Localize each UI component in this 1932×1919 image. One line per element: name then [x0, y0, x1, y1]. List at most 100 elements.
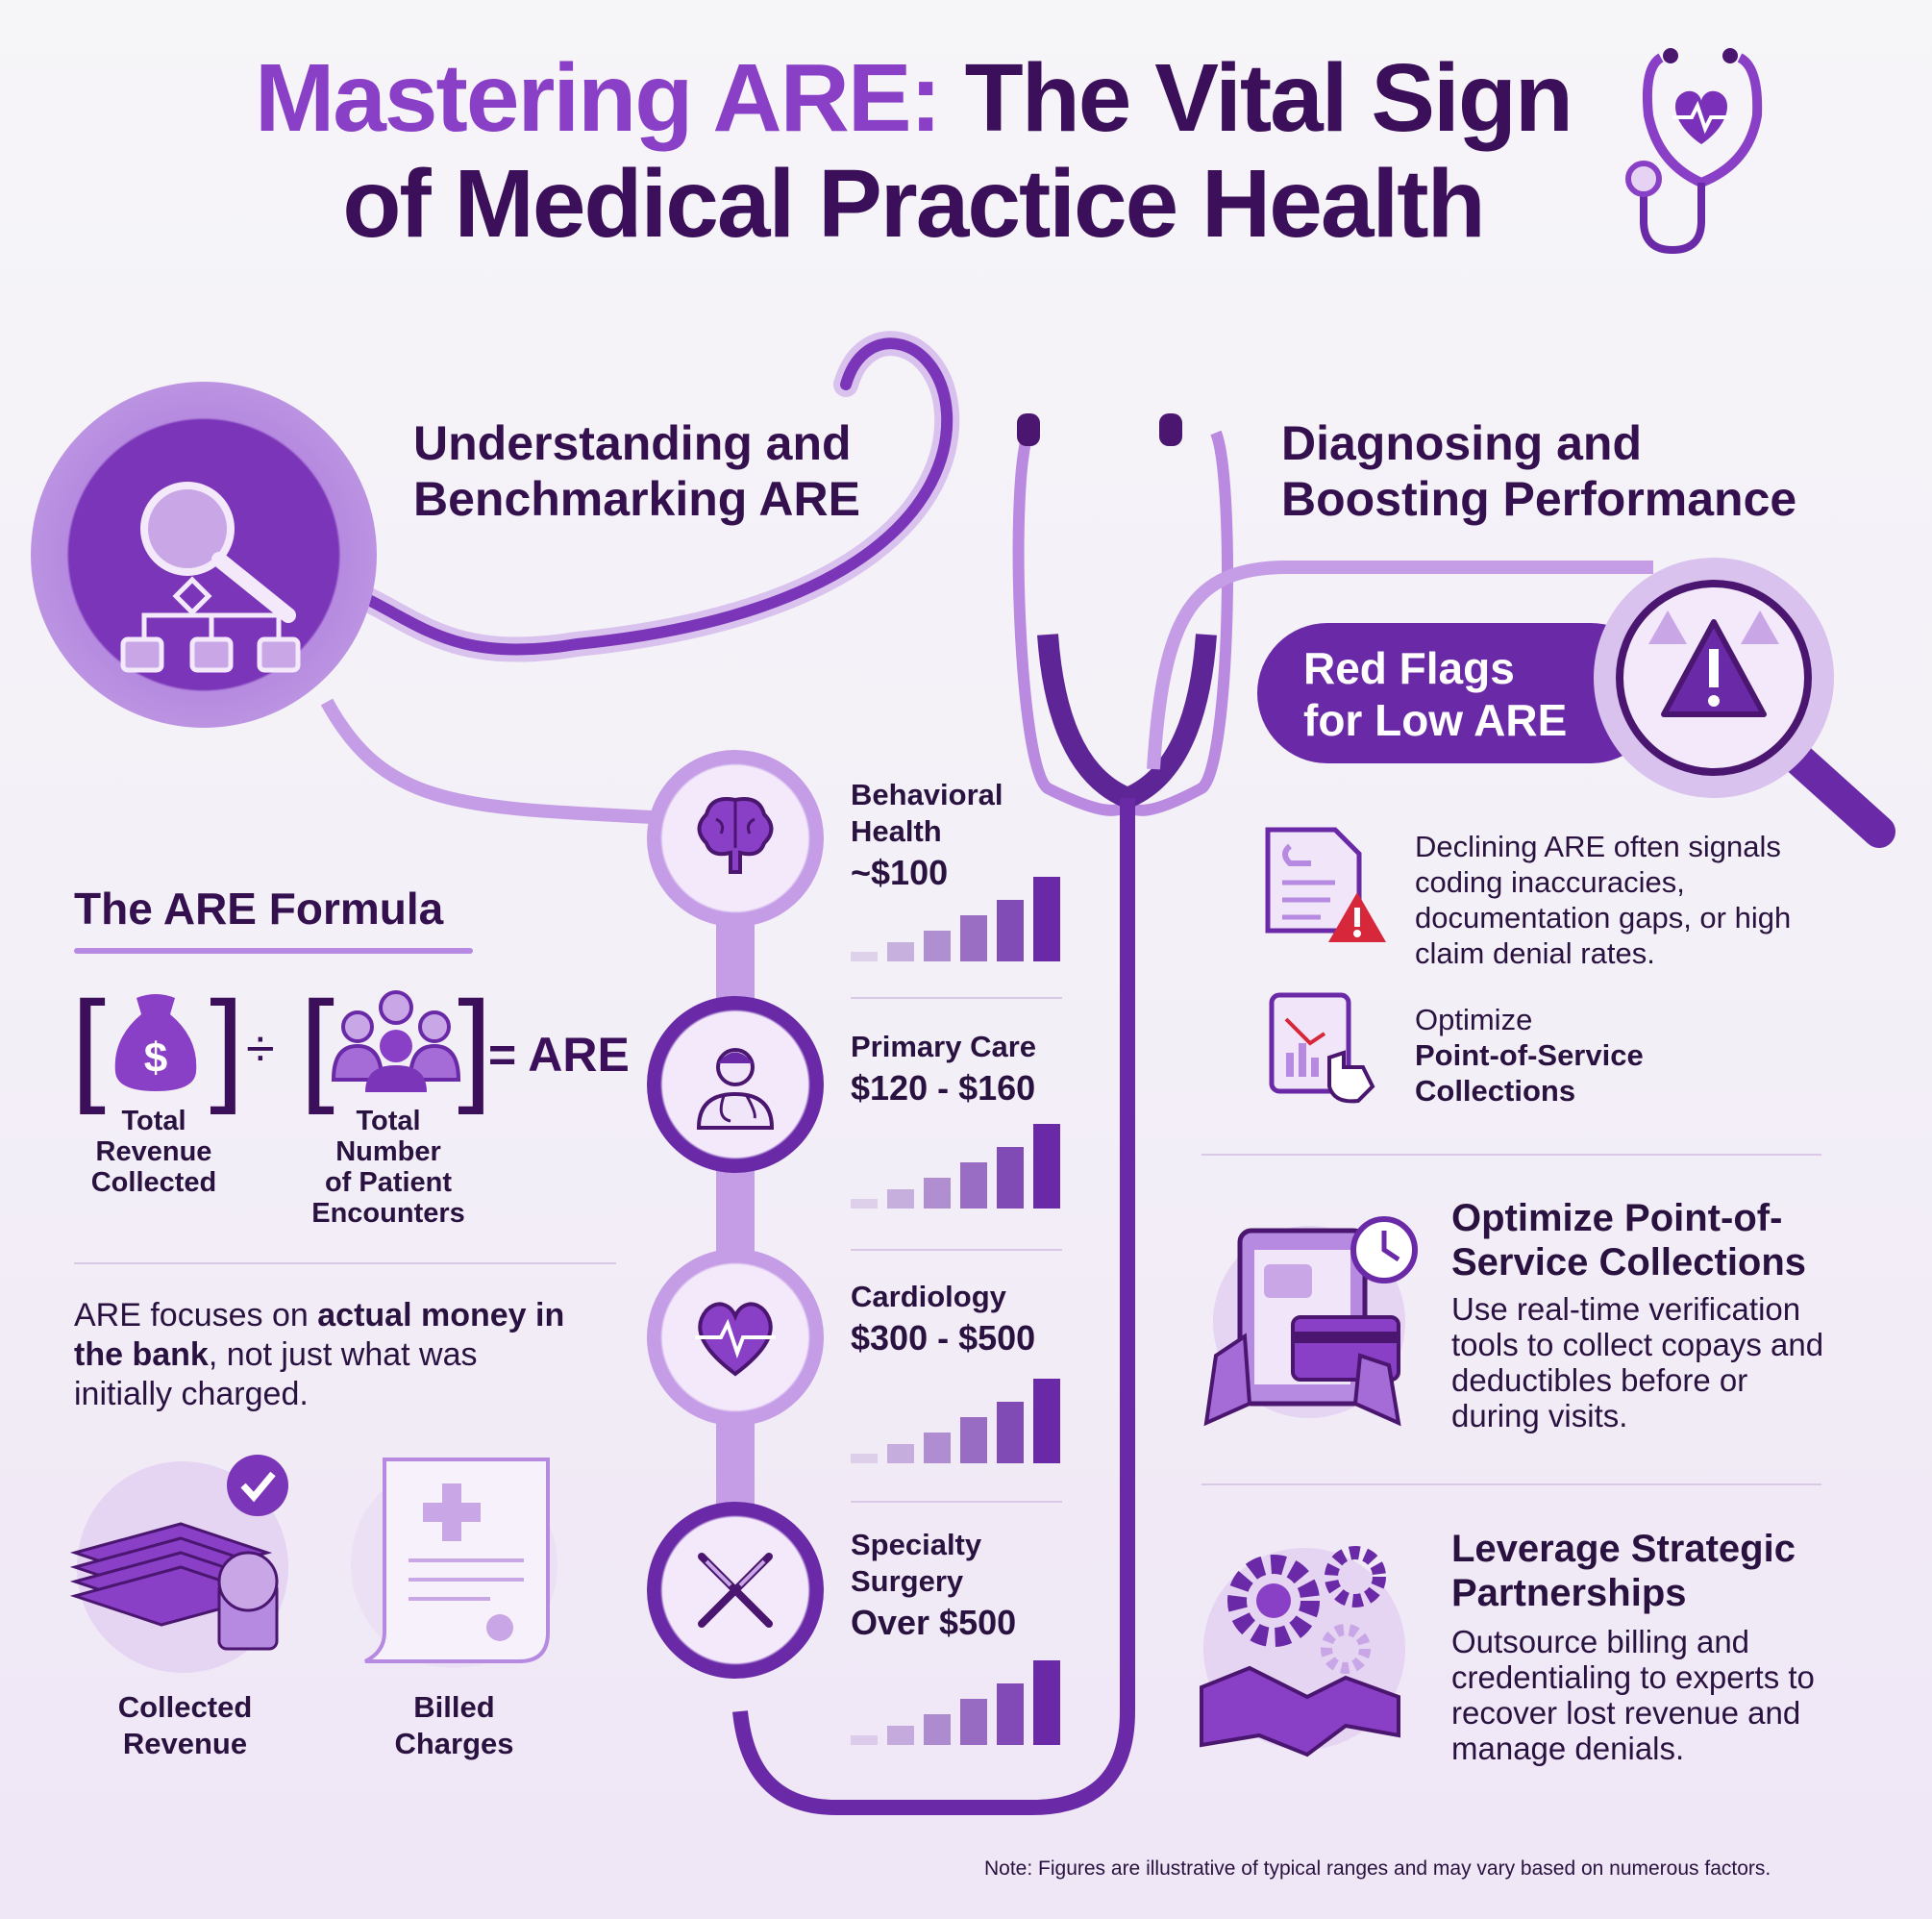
heart-pulse-icon	[695, 1302, 776, 1377]
strategy-body: Use real-time verification tools to coll…	[1451, 1291, 1824, 1433]
title-line-2: of Medical Practice Health	[342, 150, 1485, 258]
level-bar	[887, 1444, 914, 1463]
tablet-card-payment-icon	[1203, 1216, 1418, 1427]
level-bar	[960, 1162, 987, 1209]
gears-handshake-icon	[1200, 1546, 1400, 1757]
title-line: Partnerships	[1451, 1572, 1687, 1614]
heading-line: Benchmarking ARE	[413, 472, 860, 526]
bracket-left: [	[71, 975, 107, 1115]
level-bar	[997, 1402, 1024, 1463]
level-bar	[997, 900, 1024, 961]
are-explanation: ARE focuses on actual money in the bank,…	[74, 1296, 574, 1414]
level-bar	[887, 1189, 914, 1209]
stethoscope-heart-icon	[1625, 48, 1763, 255]
text-bold: Point-of-Service Collections	[1415, 1038, 1644, 1108]
level-bar	[1033, 1124, 1060, 1209]
specialty-value: $120 - $160	[851, 1068, 1036, 1108]
label-line: Billed	[413, 1690, 495, 1724]
specialty-name: Surgery	[851, 1564, 964, 1598]
specialty-value: $300 - $500	[851, 1318, 1036, 1358]
title-line: Red Flags	[1303, 643, 1515, 693]
level-bar	[960, 1417, 987, 1463]
level-bar	[887, 1726, 914, 1745]
text-bold: actual money in the bank	[74, 1297, 565, 1373]
text: Optimize	[1415, 1003, 1533, 1036]
label-line: Collected	[90, 1167, 217, 1198]
label-line: Total	[121, 1106, 186, 1136]
specialty-label: Primary Care $120 - $160	[851, 1029, 1036, 1111]
level-bar	[960, 1699, 987, 1745]
strategy-title: Optimize Point-of-Service Collections	[1451, 1196, 1806, 1284]
label-line: Number	[335, 1136, 441, 1167]
specialty-label: Cardiology $300 - $500	[851, 1279, 1035, 1361]
divider	[851, 997, 1062, 999]
magnifier-flowchart-icon	[120, 482, 301, 673]
level-bar	[851, 1735, 878, 1745]
tablet-tap-icon	[1269, 992, 1375, 1104]
divide-operator: ÷	[246, 1020, 275, 1078]
text: , not just what was initially charged.	[74, 1336, 478, 1412]
heading-line: Diagnosing and	[1281, 416, 1642, 470]
specialty-name: Behavioral	[851, 778, 1003, 811]
divider	[851, 1501, 1062, 1503]
heading-line: Boosting Performance	[1281, 472, 1797, 526]
divider	[1201, 1483, 1821, 1485]
bracket-right: ]	[458, 975, 493, 1115]
level-bar	[924, 1178, 951, 1209]
magnifier-warning-icon	[1594, 558, 1895, 848]
level-bar	[924, 1714, 951, 1745]
patients-group-icon	[331, 990, 461, 1092]
label-line: of Patient	[324, 1167, 453, 1198]
level-bar	[997, 1147, 1024, 1209]
scalpel-icon	[698, 1553, 773, 1628]
brain-icon	[697, 797, 774, 874]
specialty-value: Over $500	[851, 1603, 1017, 1642]
specialty-name: Cardiology	[851, 1280, 1006, 1313]
heading-line: Understanding and	[413, 416, 852, 470]
formula-result: = ARE	[488, 1028, 630, 1082]
label-line: Charges	[394, 1727, 514, 1760]
money-bag-icon: $	[114, 994, 197, 1091]
bracket-left: [	[300, 975, 335, 1115]
label-line: Encounters	[311, 1198, 465, 1229]
title-line: Service Collections	[1451, 1241, 1807, 1283]
title-line-1: Mastering ARE: The Vital Sign	[96, 44, 1730, 152]
divider	[74, 1262, 616, 1264]
red-flag-signals-text: Declining ARE often signals coding inacc…	[1415, 830, 1792, 970]
svg-text:$: $	[144, 1034, 167, 1082]
level-bar	[997, 1683, 1024, 1745]
title-accent: Mastering ARE:	[255, 44, 942, 152]
level-bar	[960, 915, 987, 961]
invoice-scroll-icon	[364, 1458, 550, 1663]
level-bar	[924, 931, 951, 961]
document-alert-icon	[1265, 827, 1386, 942]
title-line: Optimize Point-of-	[1451, 1197, 1783, 1239]
specialty-name: Health	[851, 814, 942, 848]
label-line: Revenue	[122, 1727, 248, 1760]
level-bar	[887, 942, 914, 961]
cash-stack-icon	[69, 1455, 288, 1651]
formula-heading: The ARE Formula	[74, 884, 444, 934]
formula-underline	[74, 948, 473, 954]
red-flags-banner	[1257, 623, 1661, 763]
specialty-name: Primary Care	[851, 1030, 1037, 1063]
specialty-value: ~$100	[851, 853, 949, 892]
text: ARE focuses on	[74, 1297, 318, 1333]
level-bar	[1033, 1379, 1060, 1463]
label-line: Collected	[117, 1690, 253, 1724]
level-bar	[851, 1454, 878, 1463]
divider	[851, 1249, 1062, 1251]
bracket-right: ]	[210, 975, 245, 1115]
strategy-body: Outsource billing and credentialing to e…	[1451, 1624, 1815, 1766]
